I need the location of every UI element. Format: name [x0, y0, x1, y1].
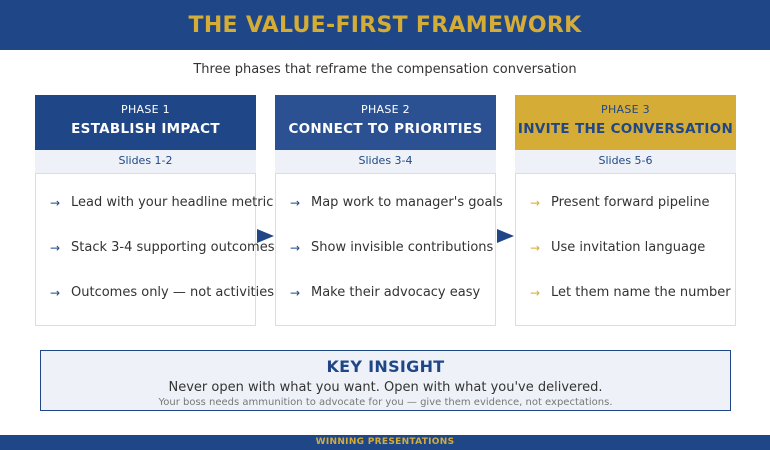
- arrow-right-icon: →: [530, 240, 541, 255]
- phase-card-1: PHASE 1 ESTABLISH IMPACT Slides 1-2 →Lea…: [35, 95, 274, 326]
- insight-main: Never open with what you want. Open with…: [168, 380, 603, 395]
- list-item: →Make their advocacy easy: [290, 285, 481, 300]
- phase-slides: Slides 3-4: [275, 150, 496, 173]
- list-item: →Outcomes only — not activities: [50, 285, 275, 300]
- phase-card-2: PHASE 2 CONNECT TO PRIORITIES Slides 3-4…: [275, 95, 503, 326]
- list-item: →Lead with your headline metric: [50, 195, 274, 210]
- footer: WINNING PRESENTATIONS: [0, 435, 770, 450]
- flow-arrow-icon: [257, 229, 274, 243]
- list-item: →Present forward pipeline: [530, 195, 710, 210]
- phase-items: →Lead with your headline metric →Stack 3…: [35, 173, 274, 326]
- phase-header: PHASE 3 INVITE THE CONVERSATION: [515, 95, 736, 150]
- phase-name: ESTABLISH IMPACT: [71, 121, 220, 137]
- list-item: →Stack 3-4 supporting outcomes: [50, 240, 275, 255]
- phase-items: →Present forward pipeline →Use invitatio…: [515, 173, 736, 326]
- phase-header: PHASE 1 ESTABLISH IMPACT: [35, 95, 256, 150]
- arrow-right-icon: →: [290, 240, 301, 255]
- page-subtitle: Three phases that reframe the compensati…: [193, 62, 577, 77]
- phase-slides: Slides 5-6: [515, 150, 736, 173]
- arrow-right-icon: →: [290, 195, 301, 210]
- phase-name: CONNECT TO PRIORITIES: [288, 121, 483, 137]
- phase-card-3: PHASE 3 INVITE THE CONVERSATION Slides 5…: [515, 95, 736, 326]
- insight-title: KEY INSIGHT: [326, 357, 445, 376]
- phase-name: INVITE THE CONVERSATION: [517, 121, 734, 137]
- phase-number: PHASE 2: [361, 103, 410, 116]
- page-title: THE VALUE-FIRST FRAMEWORK: [188, 12, 582, 38]
- phase-number: PHASE 3: [601, 103, 650, 116]
- list-item: →Map work to manager's goals: [290, 195, 503, 210]
- arrow-right-icon: →: [50, 195, 61, 210]
- arrow-right-icon: →: [50, 285, 61, 300]
- phase-items: →Map work to manager's goals →Show invis…: [275, 173, 503, 326]
- arrow-right-icon: →: [530, 285, 541, 300]
- arrow-right-icon: →: [50, 240, 61, 255]
- phase-number: PHASE 1: [121, 103, 170, 116]
- arrow-right-icon: →: [290, 285, 301, 300]
- flow-arrow-icon: [497, 229, 514, 243]
- key-insight-box: KEY INSIGHT Never open with what you wan…: [40, 350, 731, 411]
- phase-header: PHASE 2 CONNECT TO PRIORITIES: [275, 95, 496, 150]
- list-item: →Show invisible contributions: [290, 240, 494, 255]
- insight-sub: Your boss needs ammunition to advocate f…: [158, 397, 613, 408]
- phase-slides: Slides 1-2: [35, 150, 256, 173]
- list-item: →Let them name the number: [530, 285, 731, 300]
- title-bar: THE VALUE-FIRST FRAMEWORK: [0, 0, 770, 50]
- list-item: →Use invitation language: [530, 240, 706, 255]
- arrow-right-icon: →: [530, 195, 541, 210]
